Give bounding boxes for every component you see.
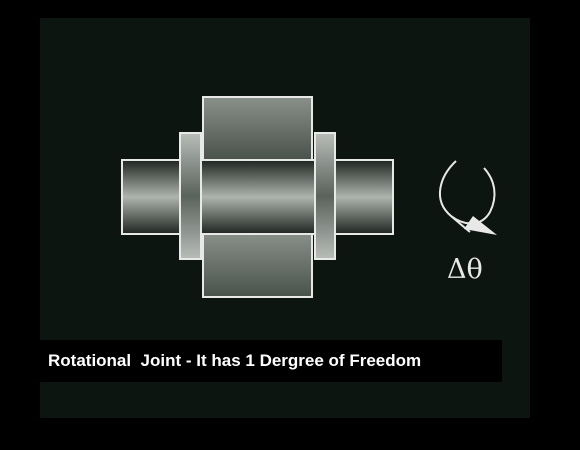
- upper-link-block: [202, 96, 313, 161]
- delta-theta-label: Δθ: [447, 254, 483, 285]
- joint-shaft: [121, 159, 394, 235]
- lower-link-block: [202, 231, 313, 298]
- left-collar: [179, 132, 202, 260]
- caption-bar: Rotational Joint - It has 1 Dergree of F…: [40, 340, 502, 382]
- caption-text: Rotational Joint - It has 1 Dergree of F…: [48, 351, 422, 370]
- right-collar: [314, 132, 336, 260]
- rotation-arrow-icon: [438, 160, 497, 235]
